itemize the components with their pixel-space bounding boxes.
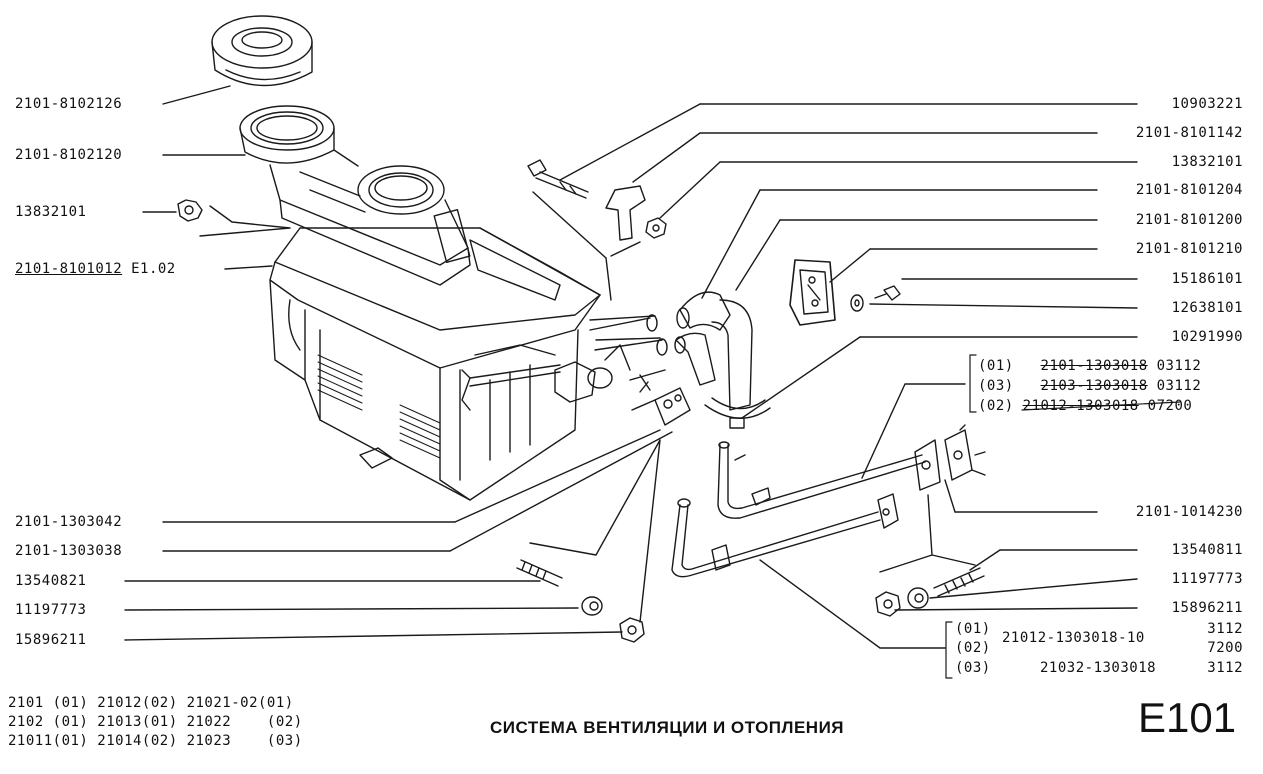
label-screw-small: 15186101	[1171, 271, 1243, 287]
variant-row-3: (02) 21012-1303018 07200	[978, 398, 1192, 414]
applicability-row-3: 21011(01) 21014(02) 21023 (03)	[8, 733, 303, 749]
variant-bottom-code-1: (01)	[955, 621, 991, 637]
applicability-row-2: 2102 (01) 21013(01) 21022 (02)	[8, 714, 303, 730]
label-stud-left: 13540821	[15, 573, 87, 589]
applicability-row-1: 2101 (01) 21012(02) 21021-02(01)	[8, 695, 294, 711]
bolt-top	[528, 160, 588, 198]
label-nut-right: 13832101	[1171, 154, 1243, 170]
label-washer-small: 12638101	[1171, 300, 1243, 316]
variant-bracket-top	[970, 355, 976, 412]
page-title: СИСТЕМА ВЕНТИЛЯЦИИ И ОТОПЛЕНИЯ	[490, 718, 845, 737]
variant-suffix: 07200	[1147, 398, 1193, 414]
washer-small	[851, 295, 863, 311]
label-nut-bottom-right: 15896211	[1171, 600, 1243, 616]
washer-left	[582, 597, 602, 615]
stud-right	[934, 568, 984, 596]
pipe-flange	[915, 425, 985, 490]
variant-bottom-code-3: (03)	[955, 660, 991, 676]
valve-gasket	[630, 370, 690, 425]
heater-pipe-upper	[718, 442, 925, 518]
variant-part: 2101-1303018	[1040, 358, 1148, 374]
variant-bottom-suffix-2: 7200	[1207, 640, 1243, 656]
stud-left	[517, 560, 562, 586]
nut-bottom-left	[620, 618, 644, 642]
variant-code: (03)	[978, 378, 1014, 394]
variant-part: 21012-1303018	[1022, 398, 1139, 414]
washer-right	[908, 588, 928, 608]
label-washer-right: 11197773	[1171, 571, 1243, 587]
leader-lines-right	[533, 104, 1137, 648]
nut-left	[178, 200, 202, 221]
label-pipe-flange: 2101-1014230	[1135, 504, 1243, 520]
variant-bottom-code-2: (02)	[955, 640, 991, 656]
label-stud-right: 13540811	[1171, 542, 1243, 558]
heater-pipe-lower	[672, 494, 898, 577]
variant-bottom-part-1: 21012-1303018-10	[1002, 630, 1145, 646]
label-valve-pipe: 2101-1303038	[15, 543, 123, 559]
clamp-bracket	[606, 186, 666, 240]
label-bolt-top: 10903221	[1171, 96, 1243, 112]
leader-lines-left	[125, 86, 672, 640]
strike-marks	[1022, 402, 1180, 410]
variant-code: (02)	[978, 398, 1014, 414]
label-hose-upper: 2101-8101204	[1135, 182, 1243, 198]
label-seal-ring: 2101-8102126	[15, 96, 123, 112]
label-heater-housing: 2101-8101012 E1.02	[15, 261, 176, 277]
label-cover-plate: 2101-8101210	[1135, 241, 1243, 257]
variant-bracket-bottom	[946, 622, 952, 678]
label-nut-left: 13832101	[15, 204, 87, 220]
variant-bottom-part-3: 21032-1303018	[1040, 660, 1157, 676]
variant-code: (01)	[978, 358, 1014, 374]
label-clamp-bracket: 2101-8101142	[1135, 125, 1243, 141]
label-hose-lower: 2101-8101200	[1135, 212, 1243, 228]
variant-row-1: (01) 2101-1303018 03112	[978, 358, 1201, 374]
label-washer-left: 11197773	[15, 602, 87, 618]
label-nut-bottom-left: 15896211	[15, 632, 87, 648]
variant-bottom-suffix-3: 3112	[1207, 660, 1243, 676]
air-intake-duct	[240, 106, 470, 285]
nut-bottom-right	[876, 592, 900, 616]
label-valve-gasket: 2101-1303042	[15, 514, 123, 530]
seal-ring	[212, 16, 312, 86]
variant-bottom-suffix-1: 3112	[1207, 621, 1243, 637]
variant-part: 2103-1303018	[1040, 378, 1148, 394]
label-heater-housing-part: 2101-8101012	[15, 261, 123, 277]
page-code: E101	[1138, 694, 1237, 741]
heater-housing	[270, 228, 667, 500]
cover-plate	[790, 260, 835, 325]
variant-suffix: 03112	[1156, 358, 1202, 374]
screw-small	[875, 286, 900, 300]
label-heater-housing-suffix: E1.02	[131, 261, 176, 277]
variant-suffix: 03112	[1156, 378, 1202, 394]
label-air-duct: 2101-8102120	[15, 147, 123, 163]
hose-clamp	[705, 398, 770, 428]
variant-row-2: (03) 2103-1303018 03112	[978, 378, 1201, 394]
label-hose-clamp: 10291990	[1171, 329, 1243, 345]
heater-hoses	[675, 292, 752, 410]
